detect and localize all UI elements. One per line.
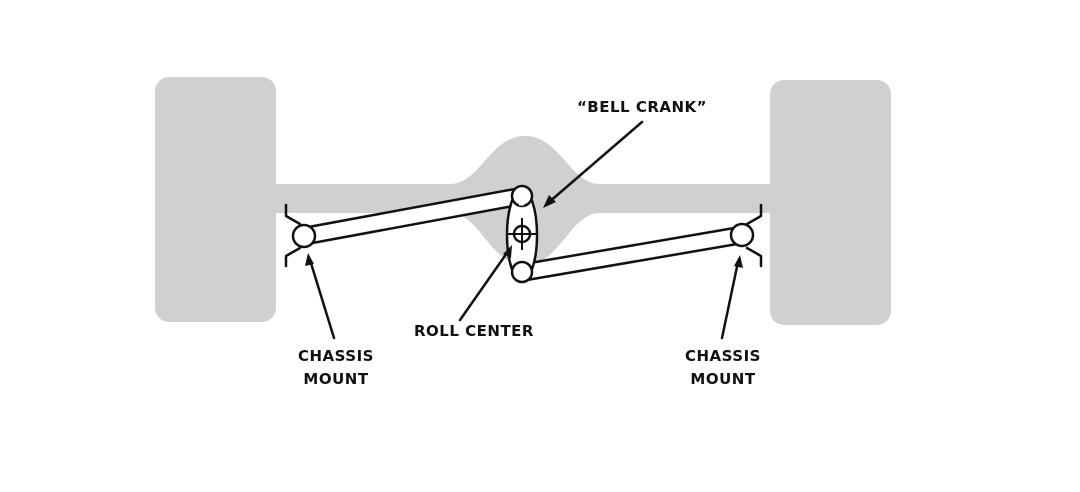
left-mount-arrow <box>305 253 336 340</box>
roll-center-arrow <box>458 245 512 322</box>
right-rod-end-joint <box>729 222 755 248</box>
left-chassis-mount-label-line1: CHASSIS <box>298 347 374 365</box>
bell-crank-arrow <box>543 120 644 208</box>
right-chassis-mount-label-line2: MOUNT <box>690 370 755 388</box>
left-chassis-mount-label-line2: MOUNT <box>303 370 368 388</box>
bell-crank-bottom-pivot <box>510 260 534 284</box>
left-chassis-mount <box>284 203 302 268</box>
left-wheel <box>155 77 276 322</box>
right-chassis-mount <box>745 203 763 268</box>
right-mount-arrow <box>720 255 743 340</box>
right-chassis-mount-label-line1: CHASSIS <box>685 347 761 365</box>
left-rod-end-joint <box>291 223 317 249</box>
bell-crank <box>505 184 539 284</box>
right-wheel <box>770 80 891 325</box>
bell-crank-top-pivot <box>510 184 534 208</box>
roll-center-label: ROLL CENTER <box>414 322 534 340</box>
bell-crank-label: “BELL CRANK” <box>577 98 707 116</box>
